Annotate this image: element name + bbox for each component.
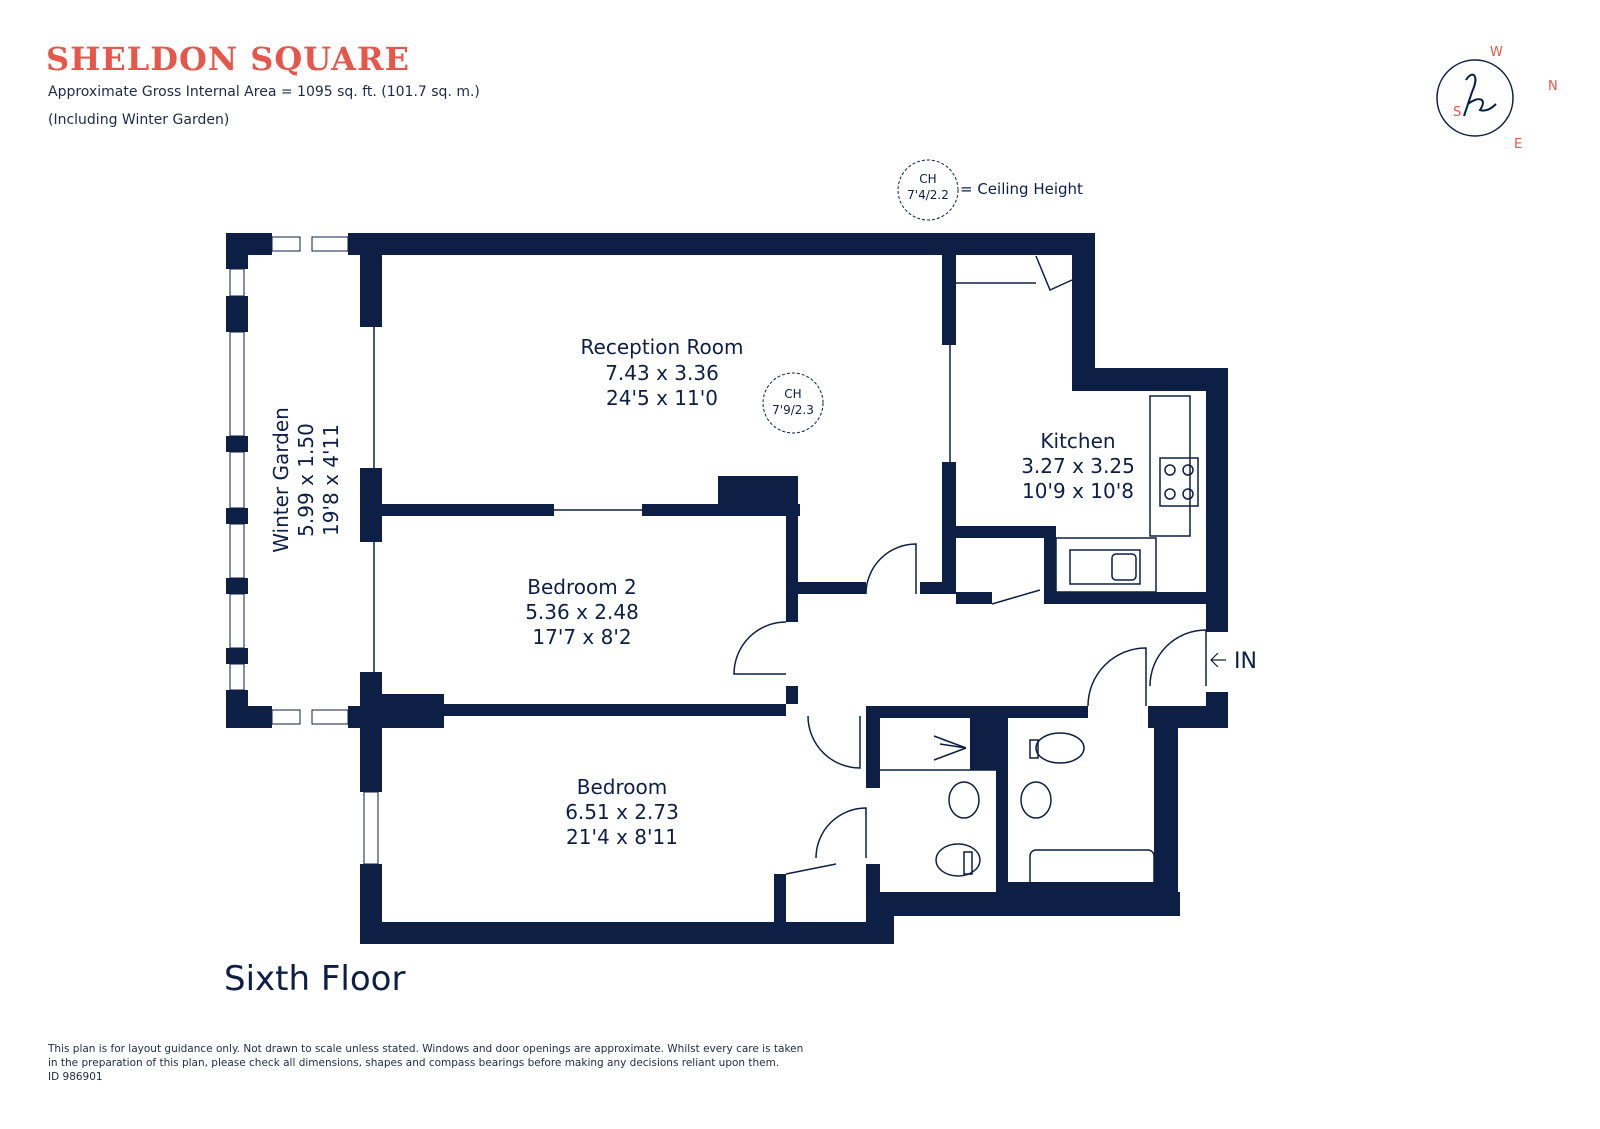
disclaimer-line-1: This plan is for layout guidance only. N…: [48, 1043, 804, 1055]
floor-label: Sixth Floor: [224, 959, 405, 999]
windows: [229, 236, 951, 865]
toilet-icon: [935, 843, 981, 877]
toilet-icon-2: [1035, 732, 1085, 764]
doors: [733, 255, 1207, 875]
shower-icon: [933, 735, 967, 761]
kitchen-metric: 3.27 x 3.25: [1021, 454, 1135, 478]
kitchen-worktop: [1055, 537, 1157, 593]
including-winter-garden-text: (Including Winter Garden): [48, 112, 230, 128]
reception-metric: 7.43 x 3.36: [605, 361, 719, 385]
kitchen-imperial: 10'9 x 10'8: [1022, 479, 1134, 503]
bedroom2-name: Bedroom 2: [527, 575, 637, 599]
bedroom-metric: 6.51 x 2.73: [565, 800, 679, 824]
compass-w: W: [1490, 45, 1503, 60]
bath-icon: [1029, 849, 1155, 891]
h-script-logo-icon: [1463, 73, 1497, 117]
entrance-arrow-icon: [1210, 652, 1226, 668]
entrance-label: IN: [1234, 649, 1257, 674]
winter-garden-name: Winter Garden: [269, 407, 293, 553]
kitchen-name: Kitchen: [1040, 429, 1115, 453]
gross-area-text: Approximate Gross Internal Area = 1095 s…: [48, 84, 480, 100]
reception-ch-label: CH: [784, 387, 801, 401]
reception-ch-value: 7'9/2.3: [772, 403, 814, 417]
bedroom2-metric: 5.36 x 2.48: [525, 600, 639, 624]
legend-ch-value: 7'4/2.2: [907, 188, 949, 202]
winter-garden-imperial: 19'8 x 4'11: [319, 424, 343, 536]
winter-garden-label: Winter Garden 5.99 x 1.50 19'8 x 4'11: [269, 407, 343, 553]
legend-ch-label: CH: [919, 172, 936, 186]
bedroom-imperial: 21'4 x 8'11: [566, 825, 678, 849]
compass: W N S E: [1436, 45, 1558, 152]
disclaimer-line-2: in the preparation of this plan, please …: [48, 1057, 780, 1069]
reception-imperial: 24'5 x 11'0: [606, 386, 718, 410]
washbasin-icon-2: [1020, 781, 1052, 819]
legend-ch-meaning: = Ceiling Height: [960, 180, 1083, 198]
washbasin-icon: [948, 781, 980, 819]
bedroom2-imperial: 17'7 x 8'2: [532, 625, 631, 649]
sink-icon: [1069, 549, 1141, 585]
legend-ch-circle: [897, 159, 959, 221]
disclaimer: This plan is for layout guidance only. N…: [48, 1042, 848, 1084]
development-title: SHELDON SQUARE: [46, 40, 410, 78]
ceiling-height-legend: CH 7'4/2.2 = Ceiling Height: [897, 159, 1083, 221]
winter-garden-metric: 5.99 x 1.50: [294, 423, 318, 537]
fixtures: [880, 395, 1199, 891]
reception-ch-circle: [762, 372, 824, 434]
disclaimer-id: ID 986901: [48, 1071, 103, 1083]
compass-e: E: [1514, 137, 1522, 152]
walls: [226, 233, 1228, 944]
hob-icon: [1159, 457, 1199, 507]
compass-s: S: [1453, 105, 1461, 120]
bedroom-name: Bedroom: [577, 775, 667, 799]
reception-name: Reception Room: [581, 335, 744, 359]
compass-ring: [1436, 59, 1514, 137]
room-labels: Reception Room 7.43 x 3.36 24'5 x 11'0 C…: [269, 335, 1257, 849]
compass-n: N: [1548, 79, 1558, 94]
